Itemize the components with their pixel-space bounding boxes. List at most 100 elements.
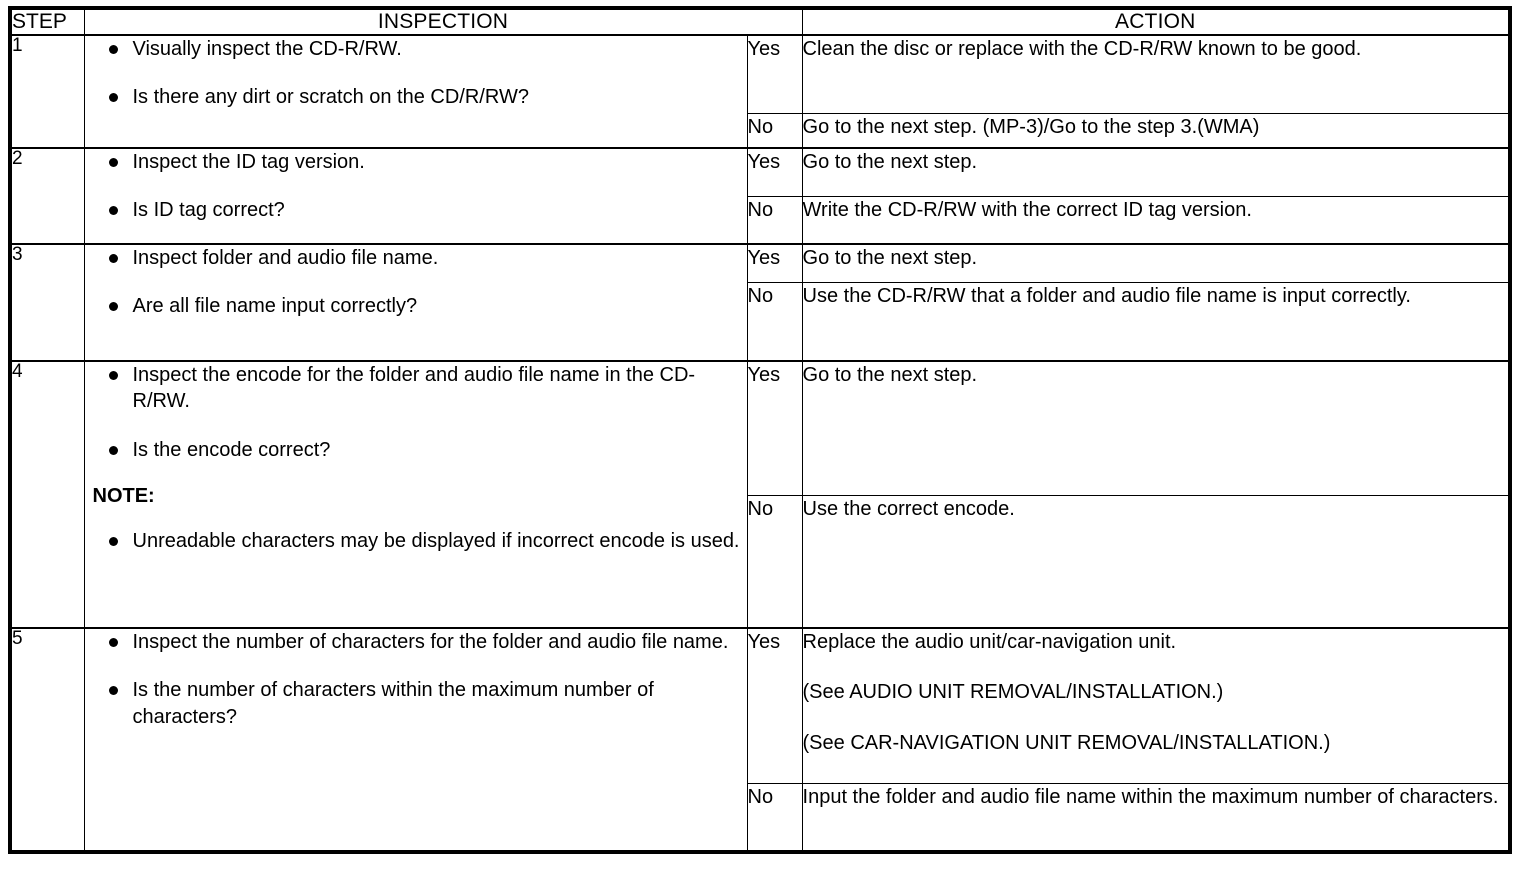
inspection-bullet-text: Is ID tag correct? bbox=[132, 199, 285, 222]
action-paragraph: (See AUDIO UNIT REMOVAL/INSTALLATION.) bbox=[802, 681, 1224, 704]
action-paragraph: Use the CD-R/RW that a folder and audio … bbox=[802, 284, 1411, 307]
action-cell-no: Input the folder and audio file name wit… bbox=[801, 782, 1511, 853]
action-paragraph: Replace the audio unit/car-navigation un… bbox=[802, 631, 1177, 653]
action-cell-yes: Go to the next step. bbox=[801, 147, 1511, 197]
action-paragraph: Go to the next step. bbox=[802, 151, 978, 173]
action-cell-yes: Replace the audio unit/car-navigation un… bbox=[801, 627, 1511, 784]
answer-label-no: No bbox=[746, 112, 803, 149]
inspection-bullet-item: Visually inspect the CD-R/RW. bbox=[85, 36, 747, 62]
inspection-bullet-list: Visually inspect the CD-R/RW. Is there an… bbox=[85, 36, 747, 111]
action-cell-yes: Go to the next step. bbox=[801, 360, 1511, 496]
inspection-bullet-item: Inspect the ID tag version. bbox=[85, 149, 747, 175]
bullet-dot-icon bbox=[108, 302, 118, 312]
action-paragraph: Clean the disc or replace with the CD-R/… bbox=[802, 38, 1362, 60]
table-row: 5 Inspect the number of characters for th… bbox=[9, 627, 1511, 853]
table-body: 1 Visually inspect the CD-R/RW. Is there a… bbox=[9, 34, 1511, 853]
bullet-dot-icon bbox=[108, 638, 118, 647]
inspection-bullet-text: Visually inspect the CD-R/RW. bbox=[132, 38, 402, 60]
inspection-bullet-text: Inspect the ID tag version. bbox=[132, 151, 365, 173]
table-row: 2 Inspect the ID tag version. Is ID tag co… bbox=[9, 147, 1511, 245]
inspection-bullet-text: Inspect folder and audio file name. bbox=[132, 247, 439, 269]
note-bullet-text: Unreadable characters may be displayed i… bbox=[132, 530, 740, 553]
answer-label-yes: Yes bbox=[746, 627, 803, 784]
action-paragraph: Go to the next step. (MP-3)/Go to the st… bbox=[802, 115, 1260, 138]
inspection-bullet-list: Inspect the number of characters for the… bbox=[85, 629, 747, 730]
bullet-dot-icon bbox=[108, 371, 118, 380]
action-paragraph: Go to the next step. bbox=[802, 364, 978, 386]
column-header-action: ACTION bbox=[801, 7, 1511, 36]
inspection-cell: Inspect the ID tag version. Is ID tag cor… bbox=[83, 147, 748, 245]
table-row: 3 Inspect folder and audio file name. Are … bbox=[9, 243, 1511, 362]
bullet-dot-icon bbox=[108, 686, 118, 696]
table-row: 4 Inspect the encode for the folder and a… bbox=[9, 360, 1511, 629]
inspection-bullet-text: Are all file name input correctly? bbox=[132, 295, 418, 318]
column-header-inspection: INSPECTION bbox=[83, 7, 803, 36]
inspection-cell: Inspect folder and audio file name. Are a… bbox=[83, 243, 748, 362]
step-number-cell: 4 bbox=[9, 360, 85, 629]
inspection-bullet-item: Is the number of characters within the m… bbox=[85, 677, 747, 730]
answer-label-yes: Yes bbox=[746, 243, 803, 283]
inspection-bullet-text: Is the encode correct? bbox=[132, 438, 331, 461]
inspection-bullet-list: Inspect the encode for the folder and au… bbox=[85, 362, 747, 463]
inspection-cell: Inspect the encode for the folder and au… bbox=[83, 360, 748, 629]
bullet-dot-icon bbox=[108, 206, 118, 216]
bullet-dot-icon bbox=[108, 45, 118, 54]
header-row: STEP INSPECTION ACTION bbox=[9, 7, 1511, 36]
inspection-cell: Inspect the number of characters for the… bbox=[83, 627, 748, 853]
action-paragraph: Go to the next step. bbox=[802, 247, 978, 269]
bullet-dot-icon bbox=[108, 93, 118, 103]
action-paragraph: Input the folder and audio file name wit… bbox=[802, 785, 1499, 808]
inspection-bullet-item: Inspect the encode for the folder and au… bbox=[85, 362, 747, 415]
action-paragraph: Write the CD-R/RW with the correct ID ta… bbox=[802, 198, 1252, 221]
inspection-bullet-text: Inspect the encode for the folder and au… bbox=[132, 364, 696, 413]
step-number-cell: 1 bbox=[9, 34, 85, 149]
inspection-bullet-item: Are all file name input correctly? bbox=[85, 293, 747, 319]
note-bullet-list: Unreadable characters may be displayed i… bbox=[85, 528, 747, 554]
answer-label-no: No bbox=[746, 281, 803, 362]
inspection-bullet-item: Is there any dirt or scratch on the CD/R… bbox=[85, 84, 747, 110]
note-bullet-item: Unreadable characters may be displayed i… bbox=[85, 528, 747, 554]
bullet-dot-icon bbox=[108, 445, 118, 455]
table-row: 1 Visually inspect the CD-R/RW. Is there a… bbox=[9, 34, 1511, 149]
step-number-cell: 5 bbox=[9, 627, 85, 853]
action-cell-no: Go to the next step. (MP-3)/Go to the st… bbox=[801, 112, 1511, 149]
step-number-cell: 2 bbox=[9, 147, 85, 245]
action-cell-yes: Go to the next step. bbox=[801, 243, 1511, 283]
inspection-bullet-text: Is the number of characters within the m… bbox=[132, 679, 654, 728]
answer-label-yes: Yes bbox=[746, 34, 803, 114]
inspection-bullet-item: Is the encode correct? bbox=[85, 437, 747, 463]
inspection-bullet-item: Is ID tag correct? bbox=[85, 197, 747, 223]
answer-label-yes: Yes bbox=[746, 147, 803, 197]
inspection-bullet-item: Inspect folder and audio file name. bbox=[85, 245, 747, 271]
column-header-step: STEP bbox=[9, 7, 85, 36]
bullet-dot-icon bbox=[108, 254, 118, 263]
inspection-bullet-text: Inspect the number of characters for the… bbox=[132, 631, 729, 653]
bullet-dot-icon bbox=[108, 158, 118, 167]
bullet-dot-icon bbox=[108, 537, 118, 547]
action-cell-no: Write the CD-R/RW with the correct ID ta… bbox=[801, 195, 1511, 245]
inspection-cell: Visually inspect the CD-R/RW. Is there an… bbox=[83, 34, 748, 149]
action-cell-no: Use the correct encode. bbox=[801, 494, 1511, 629]
action-paragraph: Use the correct encode. bbox=[802, 497, 1015, 520]
answer-label-no: No bbox=[746, 494, 803, 629]
inspection-bullet-list: Inspect folder and audio file name. Are a… bbox=[85, 245, 747, 320]
answer-label-no: No bbox=[746, 195, 803, 245]
action-cell-yes: Clean the disc or replace with the CD-R/… bbox=[801, 34, 1511, 114]
inspection-bullet-text: Is there any dirt or scratch on the CD/R… bbox=[132, 86, 529, 109]
action-cell-no: Use the CD-R/RW that a folder and audio … bbox=[801, 281, 1511, 362]
answer-label-no: No bbox=[746, 782, 803, 853]
note-label: NOTE: bbox=[92, 485, 155, 508]
step-number-cell: 3 bbox=[9, 243, 85, 362]
answer-label-yes: Yes bbox=[746, 360, 803, 496]
inspection-bullet-item: Inspect the number of characters for the… bbox=[85, 629, 747, 655]
action-paragraph: (See CAR-NAVIGATION UNIT REMOVAL/INSTALL… bbox=[802, 731, 1331, 754]
table-header: STEP INSPECTION ACTION bbox=[9, 7, 1511, 36]
inspection-bullet-list: Inspect the ID tag version. Is ID tag cor… bbox=[85, 149, 747, 224]
